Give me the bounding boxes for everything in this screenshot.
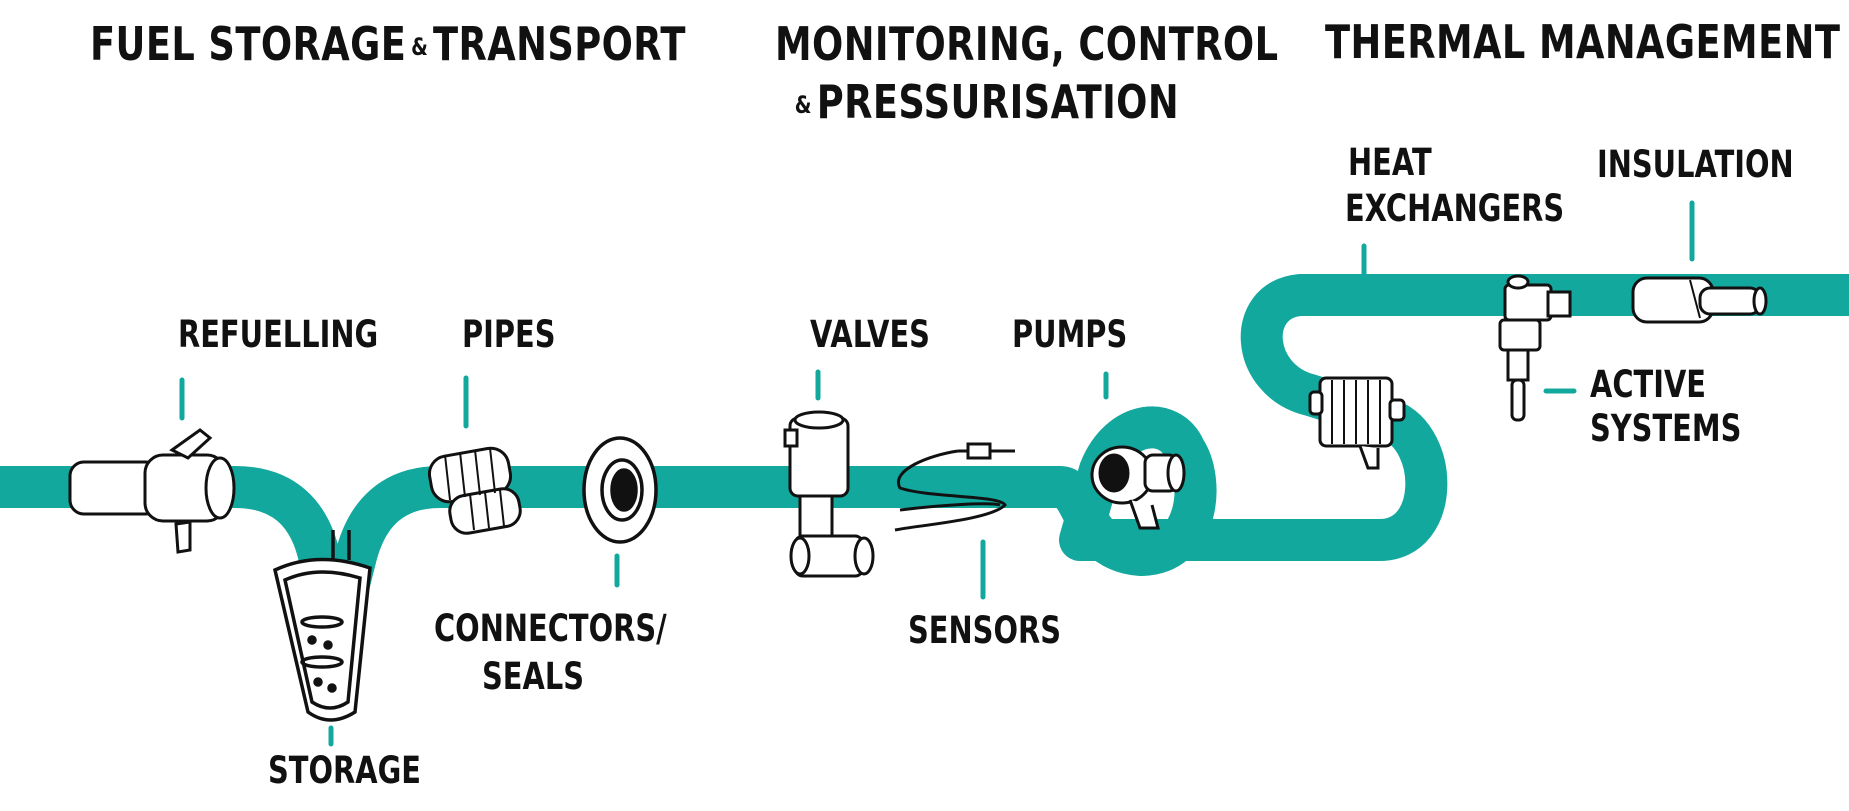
header-ampersand: & <box>411 32 429 61</box>
refuelling-coupler-icon <box>68 428 236 554</box>
pipes-bellows-icon <box>427 446 522 535</box>
label-seals: SEALS <box>482 655 585 698</box>
label-exchangers: EXCHANGERS <box>1345 187 1565 230</box>
pump-icon <box>1090 445 1186 530</box>
active-system-icon <box>1498 274 1572 422</box>
label-heat: HEAT <box>1348 141 1432 184</box>
header-monitoring-line1: MONITORING, CONTROL <box>775 17 1279 71</box>
label-systems: SYSTEMS <box>1590 407 1742 450</box>
label-connectors: CONNECTORS/ <box>434 607 667 650</box>
header-ampersand-2: & <box>794 90 812 119</box>
header-pressurisation: &PRESSURISATION <box>790 78 1179 126</box>
header-monitoring-control: MONITORING, CONTROL <box>775 20 1278 68</box>
sensor-probe-icon <box>894 442 1015 532</box>
heat-exchanger-icon <box>1308 376 1406 470</box>
label-pipes: PIPES <box>462 313 556 356</box>
label-sensors: SENSORS <box>908 609 1061 652</box>
header-thermal-text: THERMAL MANAGEMENT <box>1325 15 1841 69</box>
header-fuel-storage-transport: FUEL STORAGE&TRANSPORT <box>90 20 686 68</box>
label-valves: VALVES <box>810 313 930 356</box>
label-refuelling: REFUELLING <box>178 313 379 356</box>
header-transport-text: TRANSPORT <box>433 17 686 71</box>
label-pumps: PUMPS <box>1012 313 1128 356</box>
storage-tank-icon <box>272 530 372 722</box>
pipe-path <box>0 274 1849 621</box>
header-monitoring-line2: PRESSURISATION <box>816 75 1180 129</box>
header-fuel-storage-text: FUEL STORAGE <box>90 17 407 71</box>
valve-icon <box>783 410 875 578</box>
label-connector-lines <box>179 200 1695 747</box>
seal-flange-icon <box>582 436 658 544</box>
label-active: ACTIVE <box>1590 363 1707 406</box>
label-storage: STORAGE <box>268 749 421 792</box>
label-insulation: INSULATION <box>1597 143 1794 186</box>
insulation-icon <box>1631 276 1768 324</box>
header-thermal-management: THERMAL MANAGEMENT <box>1325 18 1840 66</box>
